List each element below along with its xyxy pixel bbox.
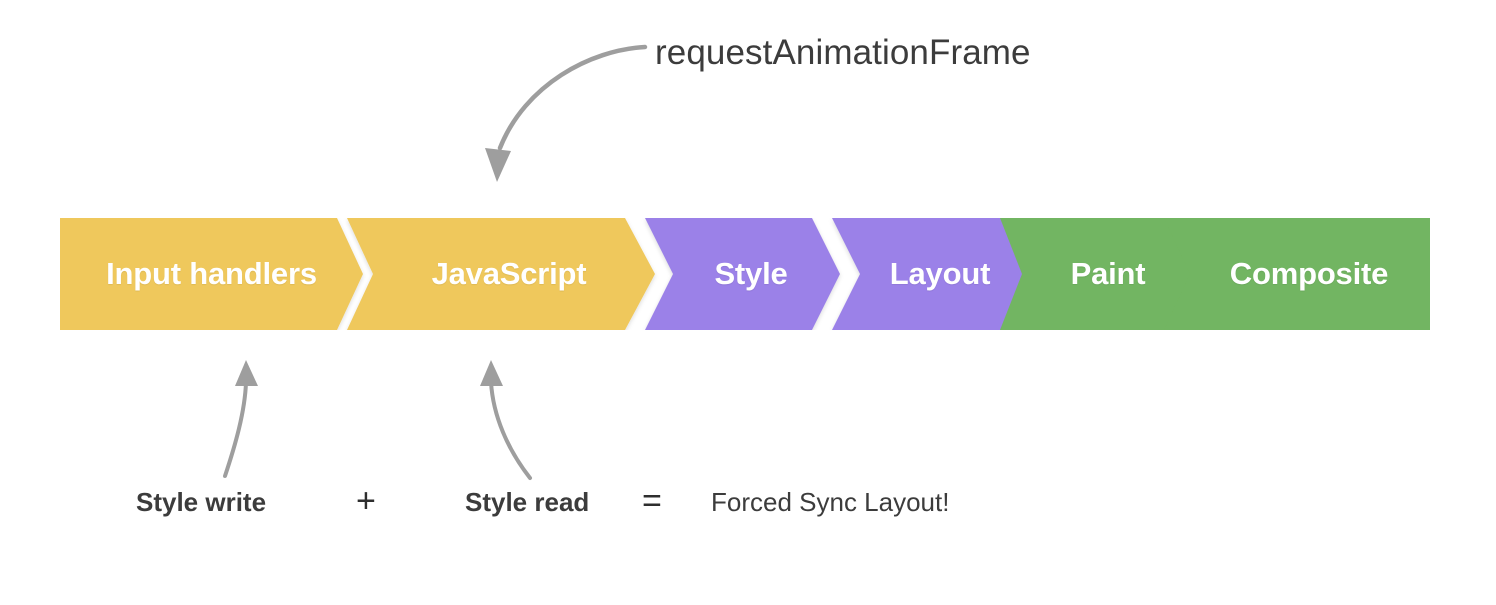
pipeline-stage-layout: Layout	[848, 218, 1032, 330]
formula-term-style-read: Style read	[465, 487, 590, 517]
pipeline-stage-label: Style	[714, 256, 788, 291]
pipeline-stage-label: Layout	[889, 256, 991, 291]
pipeline-stage-label: Composite	[1229, 256, 1389, 291]
formula-result-forced-sync-layout: Forced Sync Layout!	[711, 487, 950, 517]
pipeline-stage-input-handlers: Input handlers	[60, 218, 363, 330]
pipeline-stage-label: Paint	[1070, 256, 1146, 291]
formula-term-style-write: Style write	[136, 487, 267, 517]
rendering-pipeline-bar: Input handlers JavaScript Style Layout P…	[60, 218, 1430, 330]
curved-up-arrow-icon	[480, 360, 532, 480]
request-animation-frame-label: requestAnimationFrame	[655, 33, 1031, 72]
curved-arrow-icon	[485, 44, 648, 182]
pipeline-stage-javascript: JavaScript	[363, 218, 655, 330]
pipeline-stage-composite: Composite	[1188, 218, 1430, 330]
formula-operator-equals: =	[642, 482, 662, 520]
curved-up-arrow-icon	[223, 360, 258, 478]
pipeline-stage-label: JavaScript	[431, 256, 587, 291]
pipeline-stage-label: Input handlers	[106, 256, 317, 291]
pipeline-chevron-shapes	[60, 218, 1430, 330]
pipeline-stage-style: Style	[660, 218, 842, 330]
formula-operator-plus: +	[356, 482, 376, 520]
pipeline-stage-paint: Paint	[1018, 218, 1198, 330]
